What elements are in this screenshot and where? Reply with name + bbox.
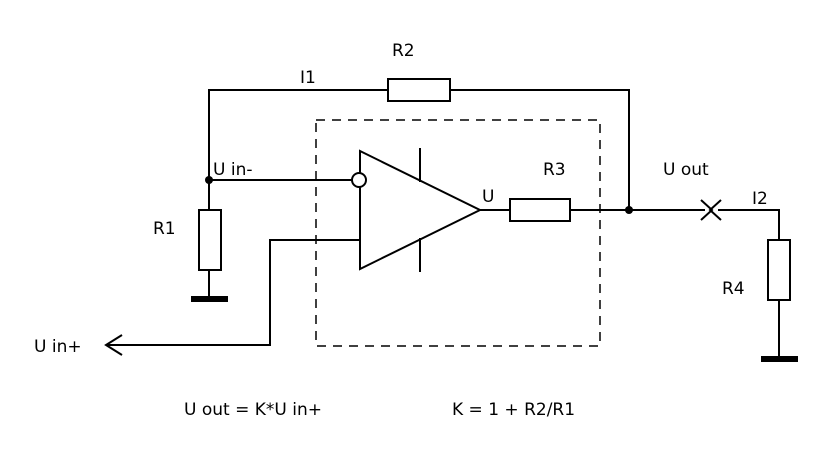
feedback-wire-right: [450, 89, 630, 210]
load-wire: [718, 209, 780, 240]
label-i1: I1: [300, 68, 316, 88]
ground-symbol-r1: [191, 296, 228, 302]
label-u-in-minus: U in-: [213, 160, 252, 180]
input-arrow: [104, 334, 123, 356]
label-r4: R4: [722, 279, 745, 299]
formula-output: U out = K*U in+: [184, 400, 322, 420]
resistor-r4: [767, 239, 791, 301]
label-r2: R2: [392, 41, 415, 61]
resistor-r2: [387, 78, 451, 102]
amplifier-boundary-box: [315, 119, 601, 347]
feedback-wire: [208, 89, 388, 180]
label-u: U: [482, 187, 494, 207]
formula-gain: K = 1 + R2/R1: [452, 400, 575, 420]
resistor-r3: [509, 198, 571, 222]
resistor-r1: [198, 209, 222, 271]
output-connector-chevron: [700, 199, 714, 221]
inverting-input-bubble: [351, 172, 367, 188]
label-r1: R1: [153, 219, 176, 239]
label-u-in-plus: U in+: [34, 337, 82, 357]
junction-dot-output: [625, 206, 633, 214]
ground-symbol-r4: [761, 356, 798, 362]
non-inverting-input-wire: [108, 239, 360, 346]
label-u-out: U out: [663, 160, 709, 180]
output-connector-chevron-2: [708, 199, 722, 221]
label-i2: I2: [752, 189, 768, 209]
label-r3: R3: [543, 160, 566, 180]
